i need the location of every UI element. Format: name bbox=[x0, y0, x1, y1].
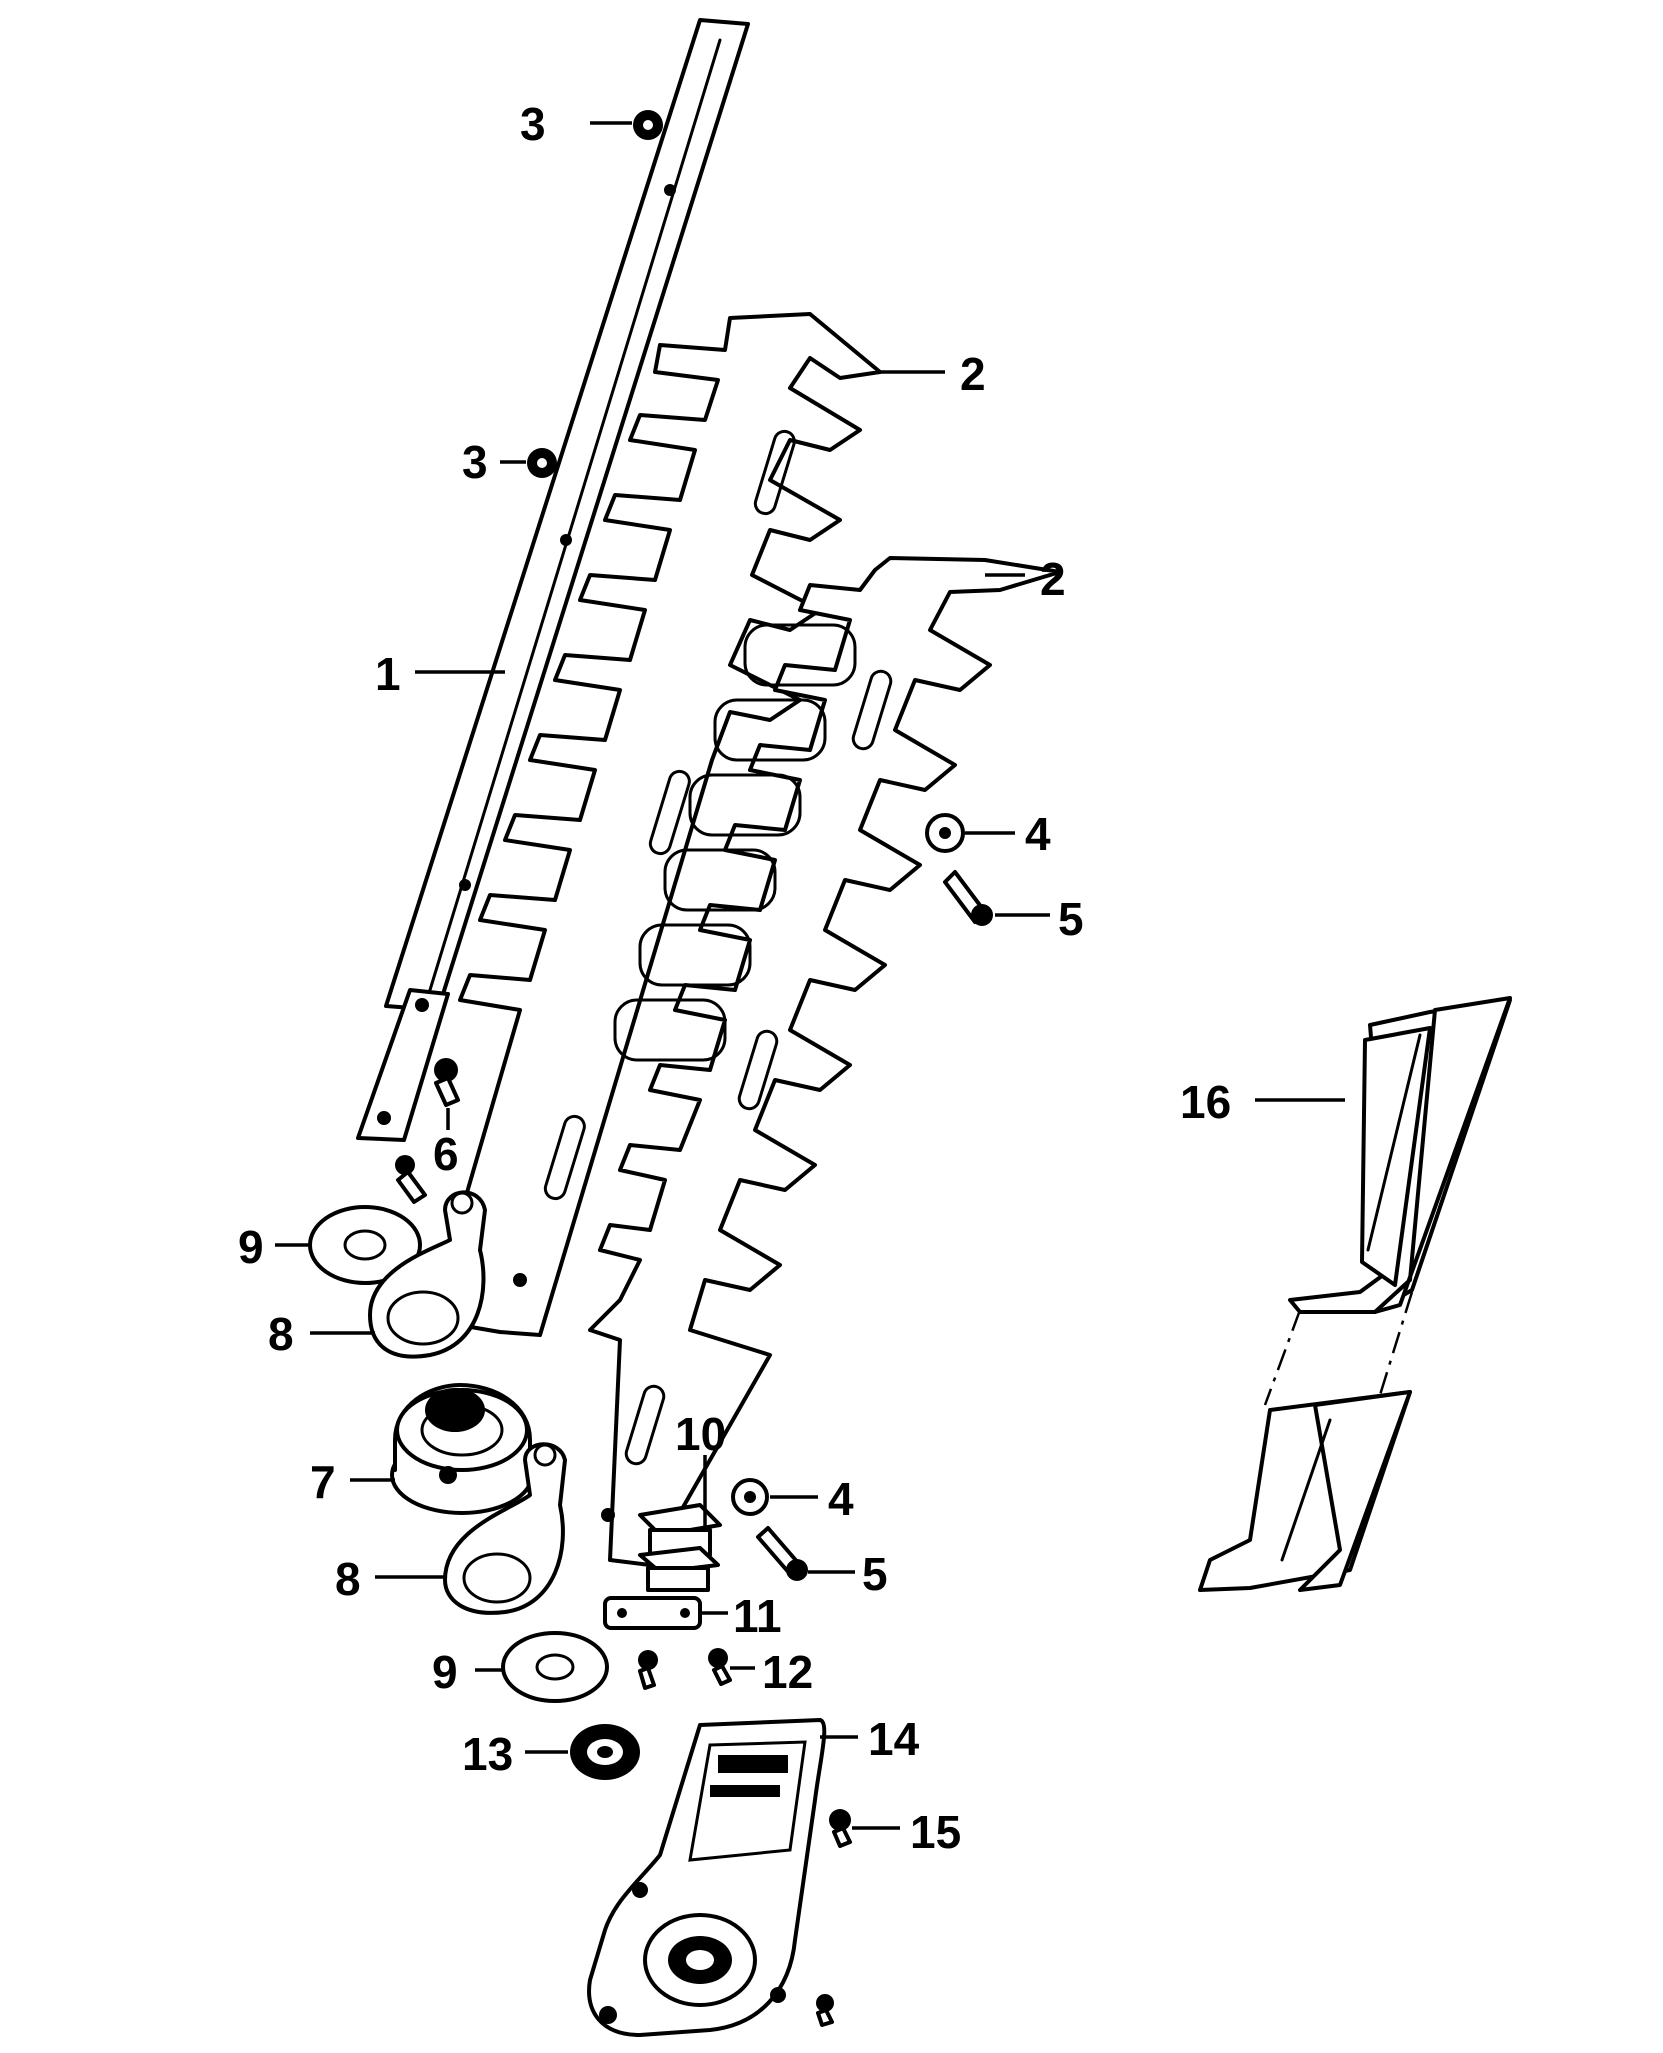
callout-10: 10 bbox=[675, 1408, 726, 1460]
part-2-upper-blade bbox=[428, 312, 882, 1337]
callout-14: 14 bbox=[868, 1713, 920, 1765]
callout-4-lower: 4 bbox=[828, 1473, 854, 1525]
part-16-blade-sheath bbox=[1198, 996, 1512, 1592]
callout-labels: 3 2 3 2 1 4 5 16 6 9 8 7 10 4 8 5 11 9 1… bbox=[238, 98, 1231, 1858]
part-7-eccentric-gear bbox=[390, 1383, 534, 1515]
part-6-bolt bbox=[434, 1058, 460, 1107]
part-4-washer-lower bbox=[731, 1478, 769, 1516]
callout-8-upper: 8 bbox=[268, 1308, 294, 1360]
part-3-nut-upper bbox=[633, 110, 663, 140]
callout-3-upper: 3 bbox=[520, 98, 546, 150]
part-9-washer-lower bbox=[501, 1631, 609, 1703]
part-12-screw-left bbox=[638, 1650, 658, 1690]
part-11-plate bbox=[603, 1596, 702, 1630]
part-14-gear-case bbox=[587, 1718, 827, 2037]
part-13-seal bbox=[570, 1724, 640, 1780]
callout-7: 7 bbox=[310, 1456, 336, 1508]
callout-8-lower: 8 bbox=[335, 1553, 361, 1605]
callout-1: 1 bbox=[375, 648, 401, 700]
callout-15: 15 bbox=[910, 1806, 961, 1858]
callout-4-upper: 4 bbox=[1025, 808, 1051, 860]
part-8-connecting-rod-upper bbox=[368, 1190, 487, 1359]
callout-5-upper: 5 bbox=[1058, 893, 1084, 945]
callout-2-upper: 2 bbox=[960, 348, 986, 400]
callout-3-lower: 3 bbox=[462, 436, 488, 488]
part-9-washer-upper bbox=[308, 1205, 422, 1285]
part-3-nut-lower bbox=[527, 448, 557, 478]
callout-11: 11 bbox=[733, 1590, 782, 1642]
part-8-connecting-rod-lower bbox=[443, 1442, 567, 1615]
part-5-bolt-lower bbox=[756, 1526, 808, 1581]
callout-9-lower: 9 bbox=[432, 1646, 458, 1698]
callout-16: 16 bbox=[1180, 1076, 1231, 1128]
part-6-bolt-second bbox=[395, 1155, 427, 1204]
part-1-support-bar bbox=[356, 18, 750, 1142]
callout-9-upper: 9 bbox=[238, 1221, 264, 1273]
part-12-screw-right bbox=[708, 1648, 732, 1686]
callout-2-lower: 2 bbox=[1040, 553, 1066, 605]
leader-lines bbox=[275, 121, 1345, 1830]
blade-comb-windows bbox=[613, 623, 857, 1062]
part-15-screw-second bbox=[816, 1994, 834, 2027]
callout-6: 6 bbox=[433, 1128, 459, 1180]
callout-5-lower: 5 bbox=[862, 1548, 888, 1600]
part-4-washer-upper bbox=[925, 813, 965, 853]
part-10-guide-blocks bbox=[638, 1455, 722, 1592]
part-15-screw bbox=[829, 1809, 852, 1848]
callout-12: 12 bbox=[762, 1646, 813, 1698]
part-5-bolt-upper bbox=[943, 870, 993, 926]
callout-13: 13 bbox=[462, 1728, 513, 1780]
